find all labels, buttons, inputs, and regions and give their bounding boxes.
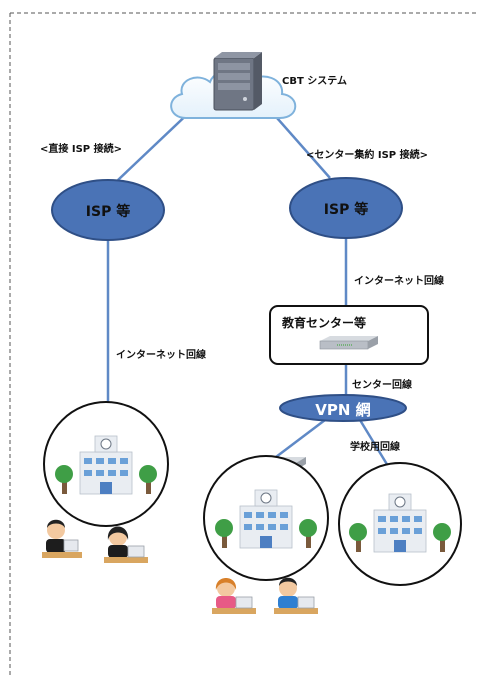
school-line-label: 学校用回線 xyxy=(350,442,400,453)
student-icon-boy-right xyxy=(274,577,318,614)
dashed-border xyxy=(9,12,478,678)
education-center-box xyxy=(269,305,429,365)
school-building-icon-left xyxy=(55,435,157,495)
isp-left-node xyxy=(51,179,165,241)
link-vpn-school-a xyxy=(271,419,326,461)
school-building-icon-a xyxy=(215,489,317,549)
education-center-label: 教育センター等 xyxy=(282,316,367,330)
center-isp-label: <センター集約 ISP 接続> xyxy=(306,150,428,161)
direct-isp-label: <直接 ISP 接続> xyxy=(40,144,122,155)
internet-line-left-label: インターネット回線 xyxy=(116,350,206,361)
server-icon xyxy=(213,52,262,111)
internet-line-right-label: インターネット回線 xyxy=(354,276,444,287)
vpn-node xyxy=(279,394,407,422)
isp-right-label: ISP 等 xyxy=(323,202,369,218)
student-icon-girl-right xyxy=(212,578,256,614)
link-vpn-school-b xyxy=(358,419,390,467)
isp-right-node xyxy=(289,177,403,239)
center-line-label: センター回線 xyxy=(352,380,412,391)
links xyxy=(106,105,390,467)
cbt-system-label: CBT システム xyxy=(282,76,347,87)
school-building-icon-b xyxy=(349,493,451,553)
vpn-label: VPN 網 xyxy=(315,401,371,419)
student-icon-girl-left xyxy=(104,526,148,563)
isp-left-label: ISP 等 xyxy=(85,204,131,220)
link-cloud-isp-right xyxy=(269,109,331,179)
student-icon-boy-left xyxy=(42,519,82,558)
router-icon-center xyxy=(319,336,378,350)
